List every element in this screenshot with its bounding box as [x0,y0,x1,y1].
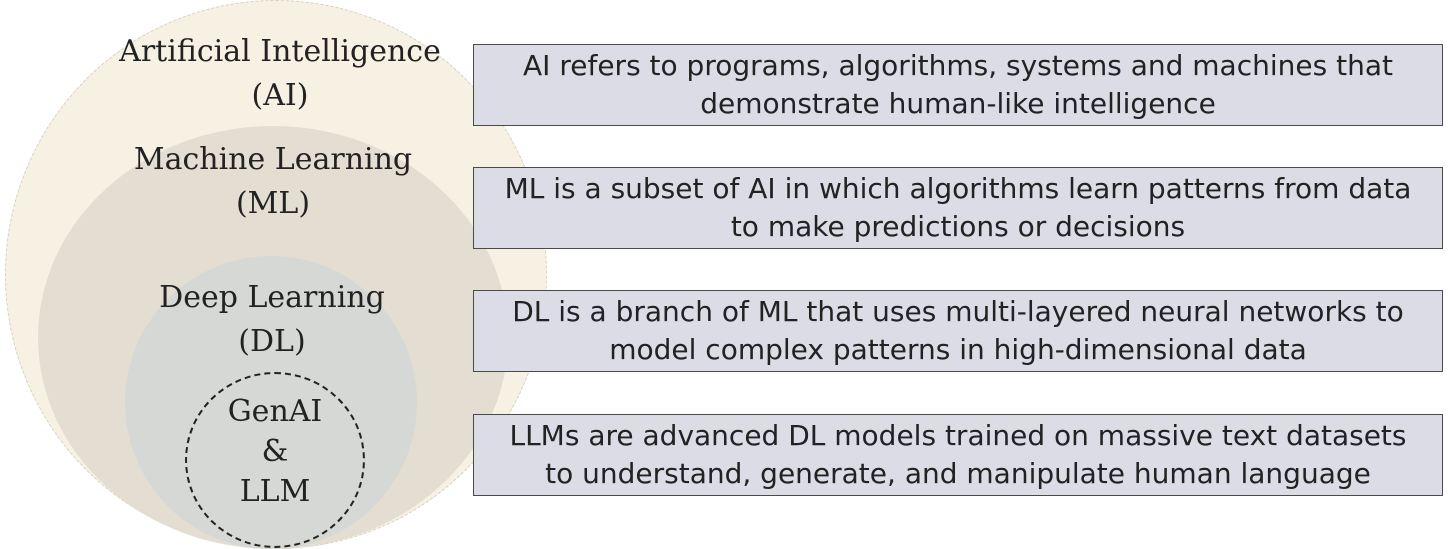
ml-description-box: ML is a subset of AI in which algorithms… [473,167,1443,249]
ml-label-line1: Machine Learning [133,142,413,177]
dl-description-box: DL is a branch of ML that uses multi-lay… [473,290,1443,372]
genai-llm-circle [185,372,365,548]
gen-label-line2: & [261,434,289,469]
dl-description-text: DL is a branch of ML that uses multi-lay… [512,295,1404,366]
ml-label-line2: (ML) [235,186,311,221]
gen-label-line3: LLM [239,474,311,509]
ml-description-text: ML is a subset of AI in which algorithms… [504,172,1412,243]
ai-circle-label: Artificial Intelligence (AI) [80,30,480,118]
ai-description-text: AI refers to programs, algorithms, syste… [523,49,1393,120]
genai-llm-circle-label: GenAI & LLM [185,392,365,512]
dl-label-line1: Deep Learning [159,280,385,315]
gen-label-line1: GenAI [227,394,323,429]
ai-label-line1: Artificial Intelligence [119,34,441,69]
llm-description-text: LLMs are advanced DL models trained on m… [509,419,1407,490]
ai-label-line2: (AI) [251,78,309,113]
ml-circle-label: Machine Learning (ML) [73,138,473,226]
ai-description-box: AI refers to programs, algorithms, syste… [473,44,1443,126]
llm-description-box: LLMs are advanced DL models trained on m… [473,414,1443,496]
dl-circle-label: Deep Learning (DL) [72,276,472,364]
dl-label-line2: (DL) [238,324,306,359]
